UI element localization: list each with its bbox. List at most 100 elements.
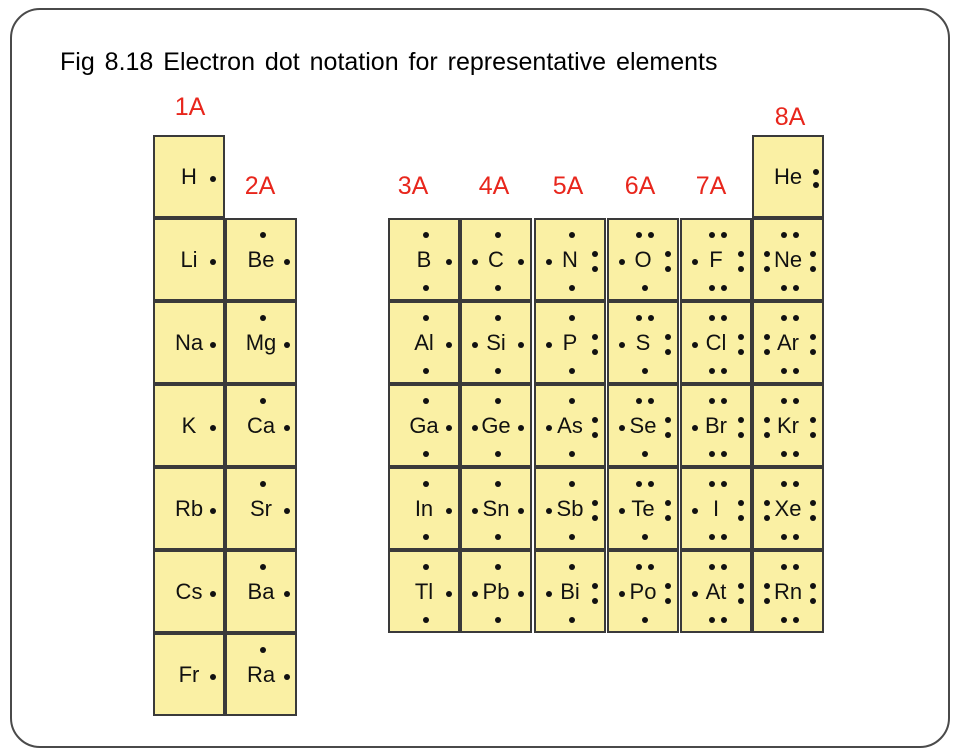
valence-electron-dot	[721, 563, 728, 570]
valence-electron-dot	[780, 285, 787, 292]
valence-electron-dot	[810, 431, 817, 438]
valence-electron-dot	[635, 563, 642, 570]
valence-electron-dot	[284, 507, 291, 514]
group-label-4a: 4A	[478, 172, 510, 200]
element-cell-o: O	[607, 218, 679, 301]
valence-electron-dot	[780, 563, 787, 570]
valence-electron-dot	[423, 563, 429, 570]
valence-electron-dot	[721, 285, 728, 292]
valence-electron-dot	[284, 590, 291, 597]
element-symbol: P	[562, 329, 578, 355]
element-symbol: Fr	[178, 661, 200, 687]
valence-electron-dot	[471, 258, 478, 265]
valence-electron-dot	[618, 258, 625, 265]
valence-electron-dot	[569, 397, 575, 404]
valence-electron-dot	[545, 590, 552, 597]
valence-electron-dot	[618, 341, 625, 348]
element-symbol: Sn	[482, 495, 510, 521]
element-symbol: Si	[486, 329, 506, 355]
element-cell-tl: Tl	[388, 550, 460, 633]
valence-electron-dot	[708, 563, 715, 570]
valence-electron-dot	[691, 590, 698, 597]
valence-electron-dot	[635, 397, 642, 404]
valence-electron-dot	[721, 314, 728, 321]
valence-electron-dot	[446, 424, 453, 431]
element-cell-p: P	[534, 301, 606, 384]
valence-electron-dot	[648, 314, 655, 321]
valence-electron-dot	[569, 617, 575, 624]
slide-title: Fig 8.18 Electron dot notation for repre…	[60, 48, 718, 76]
element-symbol: Cl	[705, 329, 727, 355]
valence-electron-dot	[642, 534, 648, 541]
valence-electron-dot	[780, 534, 787, 541]
valence-electron-dot	[738, 514, 745, 521]
valence-electron-dot	[446, 341, 453, 348]
valence-electron-dot	[284, 424, 291, 431]
valence-electron-dot	[635, 314, 642, 321]
valence-electron-dot	[721, 231, 728, 238]
element-cell-as: As	[534, 384, 606, 467]
valence-electron-dot	[665, 500, 672, 507]
element-symbol: Br	[705, 412, 727, 438]
element-cell-br: Br	[680, 384, 752, 467]
valence-electron-dot	[648, 231, 655, 238]
valence-electron-dot	[495, 231, 501, 238]
valence-electron-dot	[618, 424, 625, 431]
valence-electron-dot	[763, 334, 770, 341]
valence-electron-dot	[763, 348, 770, 355]
valence-electron-dot	[780, 397, 787, 404]
element-symbol: Ga	[409, 412, 439, 438]
element-cell-fr: Fr	[153, 633, 225, 716]
element-symbol: Kr	[777, 412, 799, 438]
valence-electron-dot	[780, 480, 787, 487]
valence-electron-dot	[810, 583, 817, 590]
valence-electron-dot	[495, 534, 501, 541]
valence-electron-dot	[569, 368, 575, 375]
valence-electron-dot	[518, 424, 525, 431]
valence-electron-dot	[495, 451, 501, 458]
group-label-5a: 5A	[552, 172, 584, 200]
valence-electron-dot	[793, 231, 800, 238]
element-symbol: Al	[414, 329, 434, 355]
valence-electron-dot	[209, 507, 216, 514]
valence-electron-dot	[763, 583, 770, 590]
valence-electron-dot	[569, 480, 575, 487]
element-cell-at: At	[680, 550, 752, 633]
valence-electron-dot	[545, 424, 552, 431]
element-symbol: H	[181, 163, 197, 189]
valence-electron-dot	[518, 590, 525, 597]
valence-electron-dot	[495, 617, 501, 624]
element-symbol: In	[414, 495, 434, 521]
valence-electron-dot	[793, 563, 800, 570]
valence-electron-dot	[810, 334, 817, 341]
element-symbol: I	[712, 495, 720, 521]
element-symbol: Ge	[481, 412, 511, 438]
element-cell-xe: Xe	[752, 467, 824, 550]
valence-electron-dot	[592, 417, 599, 424]
valence-electron-dot	[708, 314, 715, 321]
valence-electron-dot	[708, 231, 715, 238]
element-cell-c: C	[460, 218, 532, 301]
valence-electron-dot	[763, 500, 770, 507]
valence-electron-dot	[471, 507, 478, 514]
element-symbol: B	[416, 246, 432, 272]
valence-electron-dot	[260, 231, 266, 238]
element-cell-ge: Ge	[460, 384, 532, 467]
element-symbol: S	[635, 329, 651, 355]
valence-electron-dot	[793, 285, 800, 292]
valence-electron-dot	[708, 480, 715, 487]
element-cell-si: Si	[460, 301, 532, 384]
valence-electron-dot	[446, 590, 453, 597]
element-symbol: Te	[631, 495, 655, 521]
valence-electron-dot	[708, 534, 715, 541]
valence-electron-dot	[545, 341, 552, 348]
valence-electron-dot	[446, 258, 453, 265]
valence-electron-dot	[423, 617, 429, 624]
valence-electron-dot	[780, 314, 787, 321]
valence-electron-dot	[284, 673, 291, 680]
valence-electron-dot	[518, 507, 525, 514]
valence-electron-dot	[665, 514, 672, 521]
valence-electron-dot	[780, 368, 787, 375]
valence-electron-dot	[209, 258, 216, 265]
element-symbol: Ca	[246, 412, 276, 438]
